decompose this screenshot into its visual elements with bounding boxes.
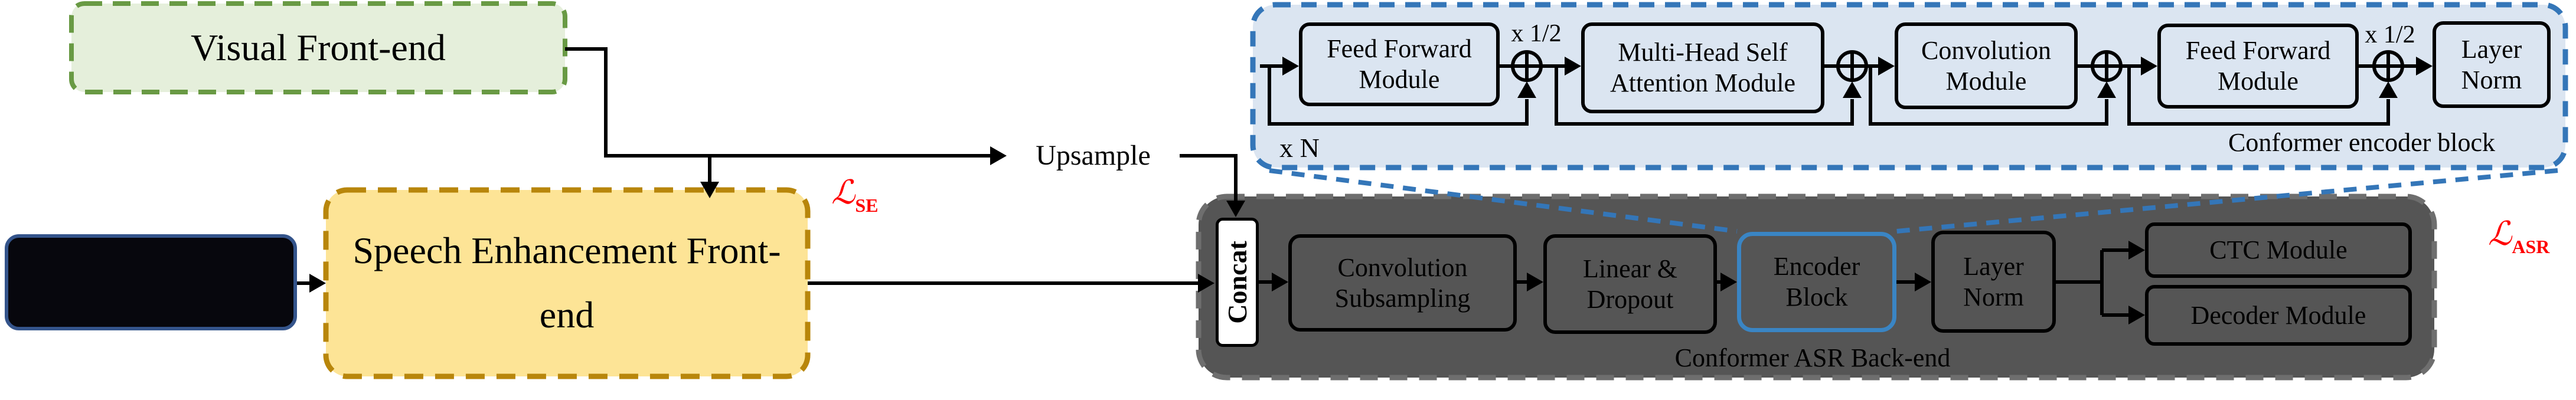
half-residual-label-2: x 1/2 — [2365, 21, 2415, 48]
arrowhead-skip1-up — [1517, 81, 1536, 98]
se-loss-subscript: SE — [855, 195, 879, 216]
arrowhead-skip2-up — [1843, 81, 1862, 98]
concat-box: Concat — [1216, 218, 1259, 347]
encoder-block-box: Encoder Block — [1737, 232, 1896, 332]
arrowhead-skip4-up — [2379, 81, 2398, 98]
visual-frontend-title: Visual Front-end — [191, 27, 446, 68]
arrowhead-into-conv-module — [1878, 57, 1895, 76]
arrowhead-into-se-left — [309, 274, 326, 293]
decoder-module-box: Decoder Module — [2145, 285, 2412, 346]
arrowhead-into-encoder-block — [1720, 273, 1737, 291]
conv-module-box: Convolution Module — [1895, 22, 2078, 109]
ff-module-2-box: Feed Forward Module — [2157, 24, 2359, 109]
concat-label: Concat — [1222, 241, 1253, 324]
se-loss-label: ℒSE — [831, 173, 878, 217]
arrowhead-into-concat-left — [1198, 274, 1214, 293]
connector-lines — [297, 47, 2417, 317]
arrowhead-skip3-up — [2097, 81, 2116, 98]
se-loss-symbol: ℒ — [831, 175, 856, 211]
arrowhead-into-linear — [1527, 273, 1543, 291]
arrowhead-into-layernorm-conformer — [2416, 57, 2433, 76]
arrowhead-into-concat-top — [1226, 201, 1245, 217]
se-frontend-outline — [323, 187, 811, 379]
mhsa-module-box: Multi-Head Self Attention Module — [1581, 22, 1824, 113]
ff-module-1-box: Feed Forward Module — [1299, 22, 1500, 106]
asr-backend-caption: Conformer ASR Back-end — [1674, 343, 1951, 372]
skip-line-3 — [1869, 66, 2108, 126]
zoom-guide-left-line — [1269, 168, 1738, 234]
arrowhead-into-ctc — [2128, 241, 2145, 260]
line-upsample-to-concat — [1180, 154, 1238, 202]
ctc-module-box: CTC Module — [2145, 222, 2412, 278]
arrowheads — [309, 57, 2433, 324]
add-circle-icon-4 — [2372, 50, 2404, 82]
arrowhead-into-layernorm-band — [1915, 273, 1931, 291]
asr-loss-label: ℒASR — [2488, 215, 2549, 258]
se-frontend-title: Speech Enhancement Front-end — [352, 229, 781, 336]
arrowhead-into-se-top — [700, 182, 719, 198]
add-circle-icon-2 — [1836, 50, 1868, 82]
layer-norm-backend-box: Layer Norm — [1931, 231, 2056, 333]
linear-dropout-box: Linear & Dropout — [1543, 234, 1717, 334]
asr-loss-subscript: ASR — [2512, 236, 2550, 257]
arrowhead-into-mhsa — [1565, 57, 1581, 76]
arrowhead-into-convsub — [1272, 273, 1288, 291]
add-circle-icon-1 — [1511, 50, 1543, 82]
add-circle-icon-3 — [2091, 50, 2123, 82]
conv-subsampling-box: Convolution Subsampling — [1288, 234, 1517, 332]
asr-loss-symbol: ℒ — [2488, 216, 2512, 253]
skip-line-4 — [2127, 66, 2390, 126]
skip-line-2 — [1555, 66, 1854, 126]
upsample-box: Upsample — [1007, 135, 1180, 176]
conformer-encoder-block-caption: Conformer encoder block — [2228, 127, 2496, 157]
layer-norm-conformer-box: Layer Norm — [2433, 21, 2551, 108]
skip-line-1 — [1268, 66, 1529, 126]
line-layernorm-fork — [2056, 248, 2130, 317]
half-residual-label-1: x 1/2 — [1511, 20, 1562, 47]
add-icons — [1511, 50, 2404, 82]
noisy-input-box — [5, 234, 297, 330]
arrowhead-into-ff2 — [2141, 57, 2157, 76]
arrowhead-into-upsample — [990, 146, 1007, 165]
arrowhead-into-decoder — [2128, 306, 2145, 324]
arrowhead-into-ff1 — [1282, 57, 1299, 76]
repeat-n-label: x N — [1279, 132, 1320, 163]
line-visual-to-upsample — [565, 47, 991, 158]
